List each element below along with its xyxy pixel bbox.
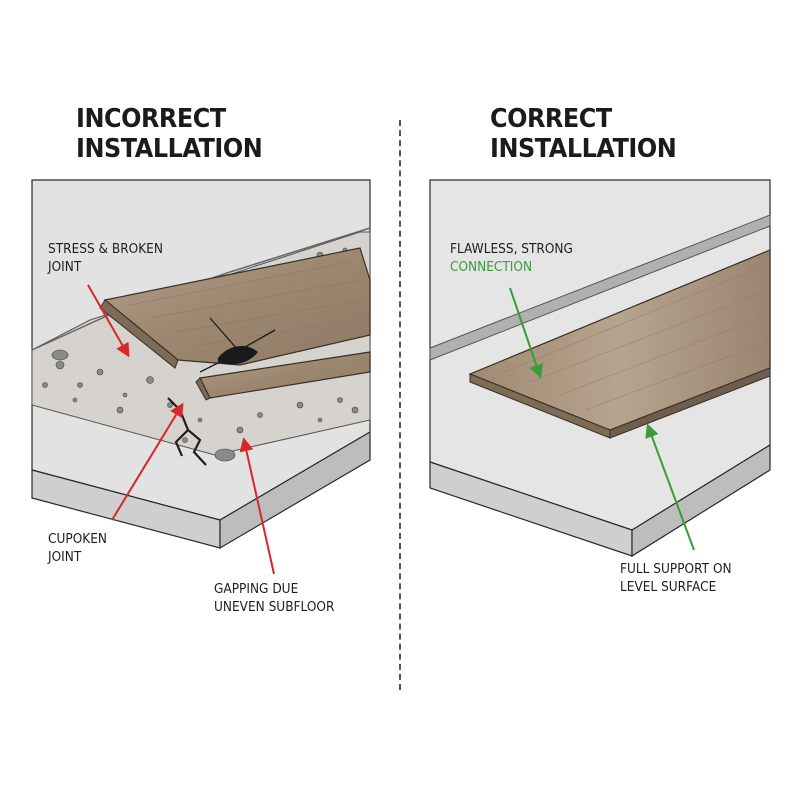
stress-joint-arrow	[87, 284, 130, 358]
correct-title-line-2: INSTALLATION	[490, 134, 677, 164]
flat-plank	[468, 249, 771, 439]
stress-broken-joint-label: STRESS & BROKEN JOINT	[48, 240, 163, 276]
cupoken-joint-arrow	[111, 402, 184, 521]
correct-installation-title: CORRECT INSTALLATION	[490, 104, 677, 164]
correct-title-line-1: CORRECT	[490, 104, 612, 134]
support-arrow	[645, 423, 695, 551]
incorrect-installation-title: INCORRECT INSTALLATION	[76, 104, 263, 164]
lifted-plank	[99, 247, 371, 401]
gapping-label-line-2: UNEVEN SUBFLOOR	[214, 599, 335, 615]
gapping-arrow	[239, 437, 275, 575]
stress-label-line-2: JOINT	[48, 259, 82, 275]
gapping-label-line-1: GAPPING DUE	[214, 581, 299, 597]
cupoken-label-line-1: CUPOKEN	[48, 531, 108, 547]
panel-divider	[399, 120, 401, 690]
connection-arrow	[509, 287, 544, 379]
support-label-line-1: FULL SUPPORT ON	[620, 561, 732, 577]
stress-label-line-1: STRESS & BROKEN	[48, 241, 163, 257]
gapping-uneven-subfloor-label: GAPPING DUE UNEVEN SUBFLOOR	[214, 580, 334, 616]
flawless-connection-label: FLAWLESS, STRONG CONNECTION	[450, 240, 573, 276]
cupoken-label-line-2: JOINT	[48, 549, 82, 565]
full-support-label: FULL SUPPORT ON LEVEL SURFACE	[620, 560, 732, 596]
flawless-label-line-2: CONNECTION	[450, 259, 533, 275]
flawless-label-line-1: FLAWLESS, STRONG	[450, 241, 573, 257]
support-label-line-2: LEVEL SURFACE	[620, 579, 717, 595]
cupoken-joint-label: CUPOKEN JOINT	[48, 530, 107, 566]
incorrect-title-line-2: INSTALLATION	[76, 134, 263, 164]
incorrect-title-line-1: INCORRECT	[76, 104, 226, 134]
